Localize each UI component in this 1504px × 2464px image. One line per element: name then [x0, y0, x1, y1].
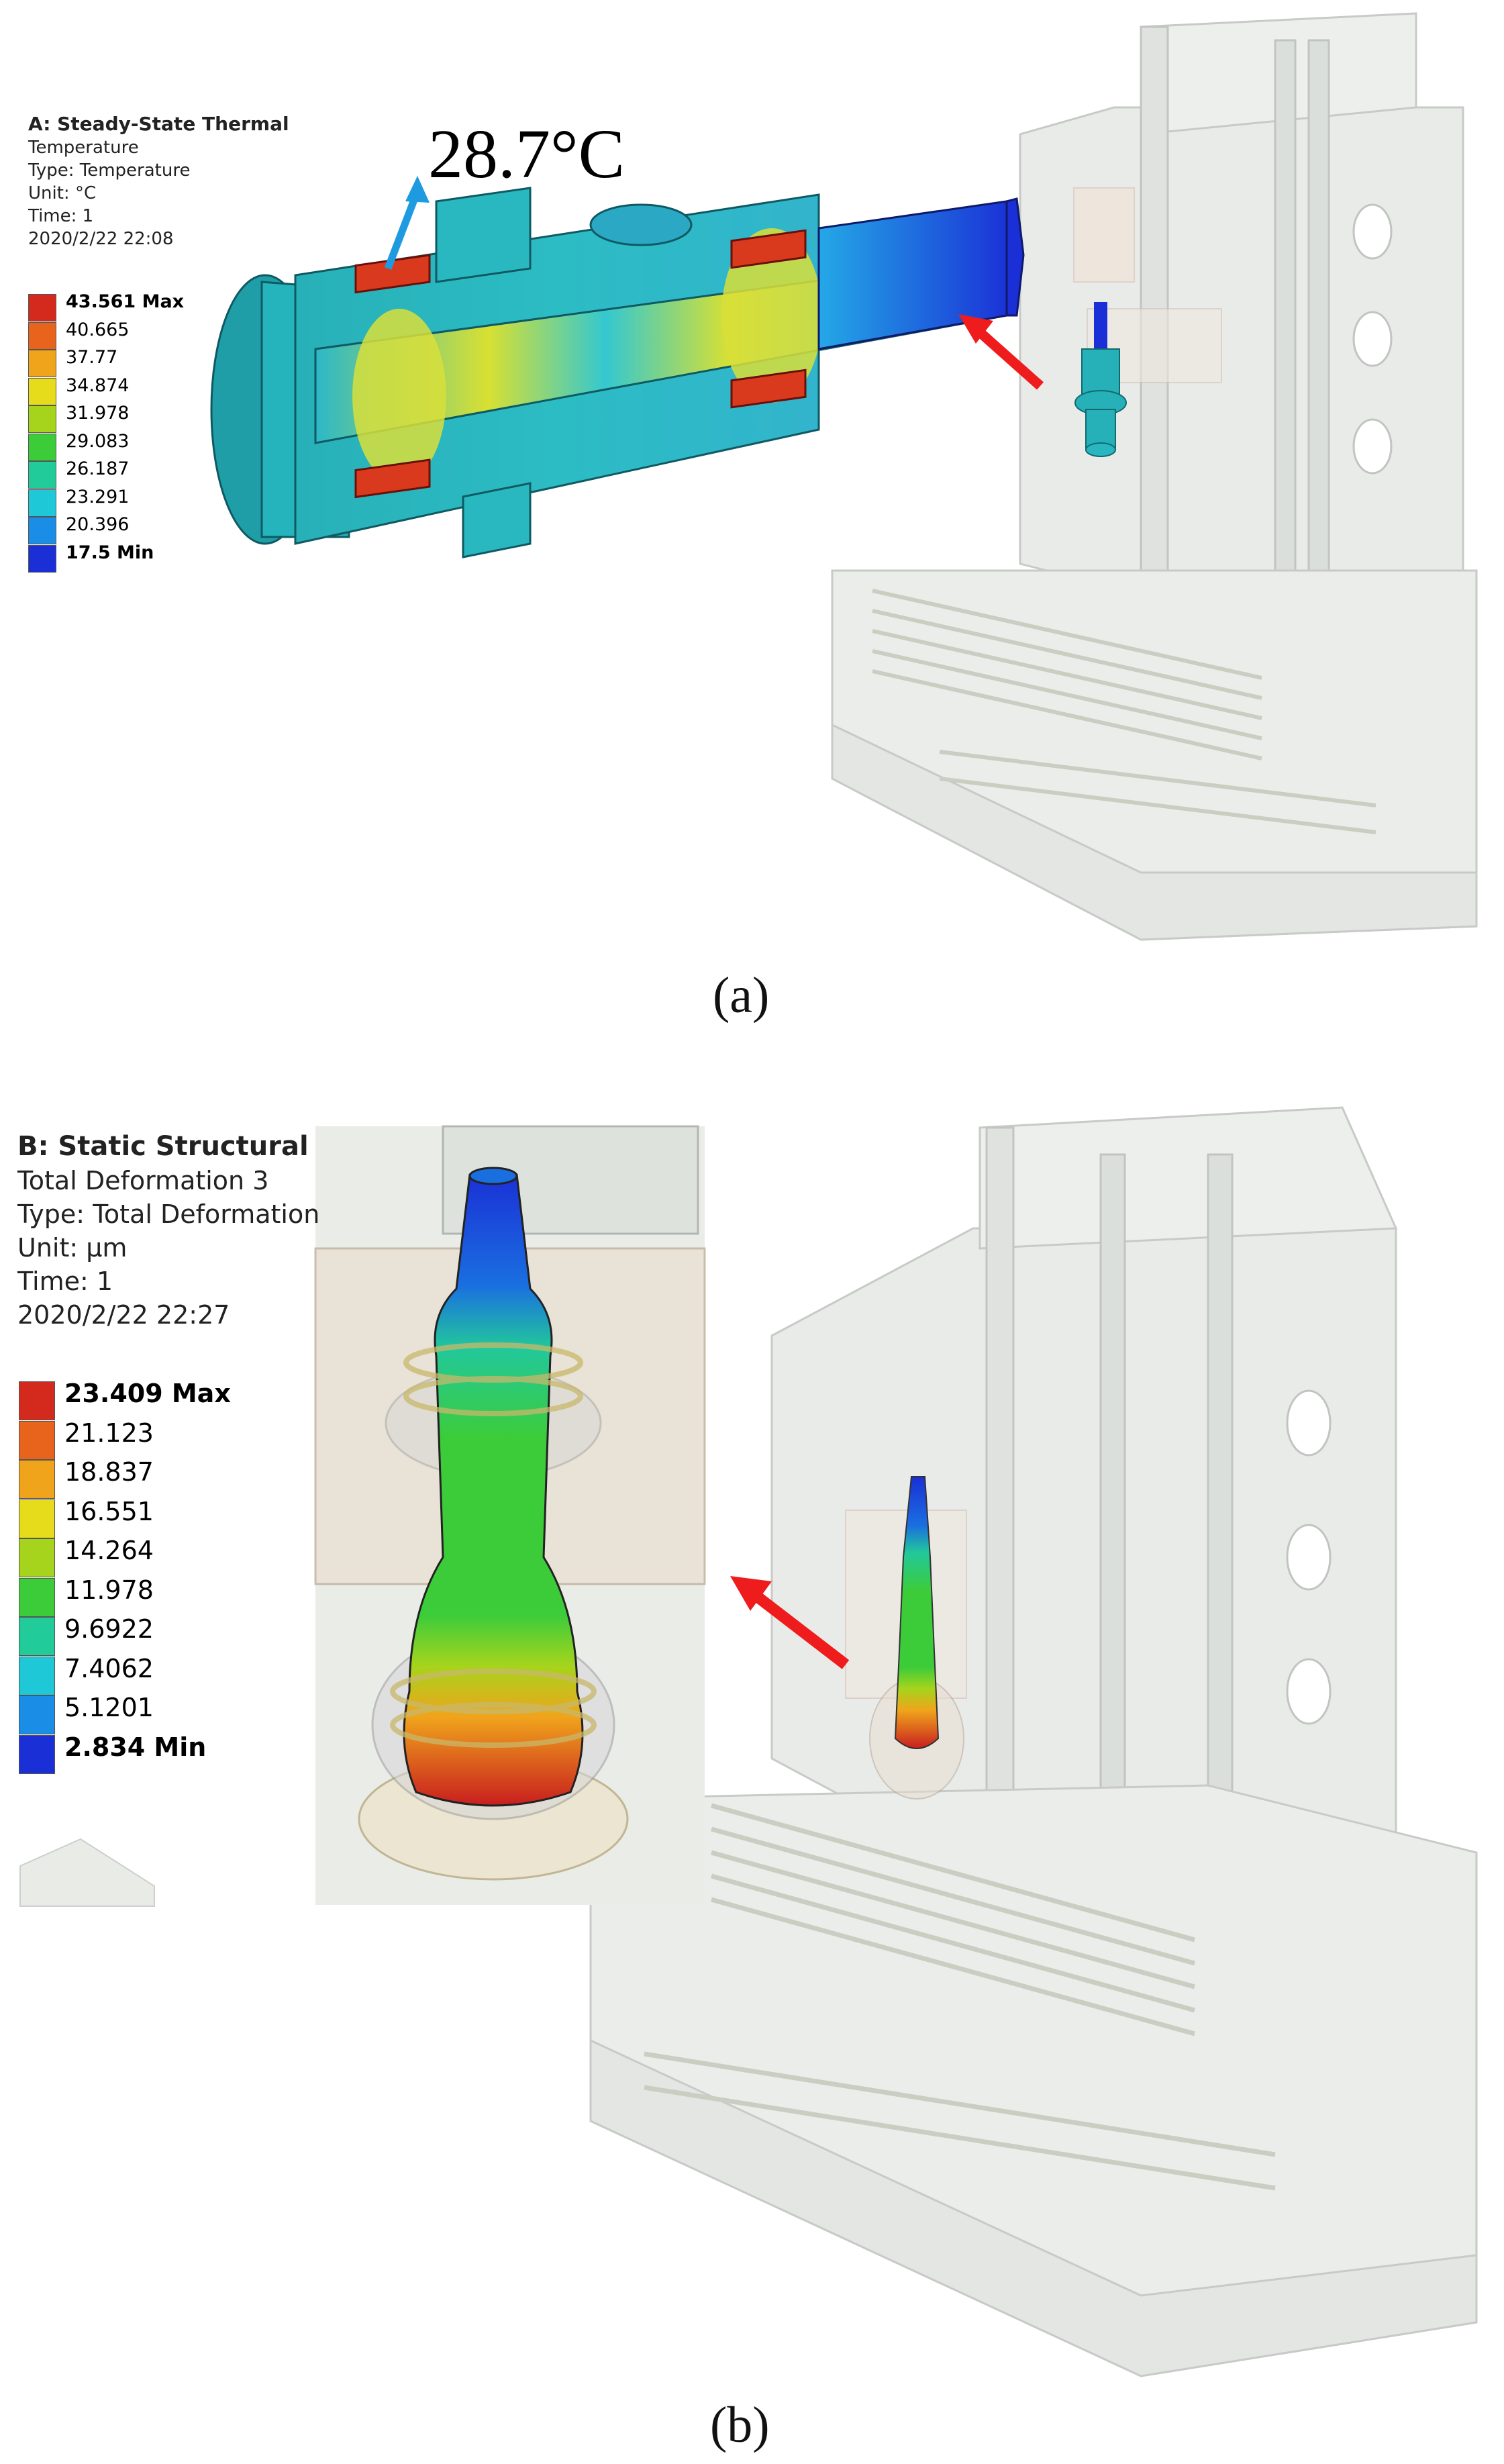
scale-label: 26.187 [66, 458, 130, 479]
scale-swatch [28, 461, 56, 489]
legend-title-a: A: Steady-State Thermal [28, 113, 289, 135]
caption-a: (a) [713, 967, 769, 1025]
scale-label: 37.77 [66, 347, 118, 368]
scale-label: 18.837 [64, 1457, 154, 1487]
machine-frame-a [831, 12, 1478, 941]
legend-line: Unit: µm [17, 1233, 128, 1263]
scale-label: 14.264 [64, 1536, 154, 1565]
machine-frame-b [589, 1106, 1478, 2377]
spindle-section-a [210, 187, 1025, 558]
zoom-arrow-b [730, 1576, 850, 1669]
scale-label: 11.978 [64, 1575, 154, 1605]
scale-label: 29.083 [66, 430, 130, 452]
scale-swatch [19, 1538, 55, 1577]
zoom-inset-b [314, 1125, 706, 1905]
scale-label: 2.834 Min [64, 1732, 207, 1762]
scale-label: 43.561 Max [66, 291, 185, 312]
legend-line: 2020/2/22 22:08 [28, 229, 174, 249]
inset-edge-fragment [19, 1838, 155, 1907]
scale-swatch [28, 544, 56, 573]
scale-label: 23.409 Max [64, 1379, 231, 1408]
caption-a-text: (a) [713, 967, 770, 1024]
scale-label: 31.978 [66, 403, 130, 424]
legend-panel-a: A: Steady-State Thermal Temperature Type… [28, 113, 289, 249]
scale-label: 34.874 [66, 375, 130, 396]
scale-swatch [28, 489, 56, 517]
legend-panel-b: B: Static Structural Total Deformation 3… [17, 1131, 319, 1330]
legend-line: Total Deformation 3 [17, 1166, 269, 1195]
scale-swatch [19, 1577, 55, 1617]
caption-b-text: (b) [710, 2397, 770, 2453]
scale-label: 40.665 [66, 319, 130, 340]
legend-line: 2020/2/22 22:27 [17, 1300, 230, 1330]
structural-scene [19, 1106, 1478, 2377]
scale-swatch [28, 322, 56, 350]
scale-swatch [28, 377, 56, 405]
scale-label: 5.1201 [64, 1693, 154, 1722]
thermal-scene [210, 12, 1478, 941]
scale-label: 7.4062 [64, 1653, 154, 1683]
scale-label: 20.396 [66, 514, 130, 535]
legend-line: Time: 1 [17, 1267, 113, 1296]
scale-swatch [19, 1499, 55, 1538]
scale-swatch [19, 1617, 55, 1656]
scale-swatch [19, 1420, 55, 1460]
scale-label: 23.291 [66, 486, 130, 507]
legend-line: Time: 1 [28, 206, 94, 226]
scale-swatch [28, 517, 56, 544]
scale-label: 17.5 Min [66, 542, 154, 563]
scale-swatch [28, 405, 56, 433]
scale-swatch [28, 350, 56, 377]
scale-label: 21.123 [64, 1418, 154, 1448]
scale-swatch [19, 1460, 55, 1499]
scale-swatch [19, 1381, 55, 1420]
scale-swatch [19, 1656, 55, 1695]
legend-line: Type: Temperature [28, 160, 191, 181]
scale-label: 9.6922 [64, 1614, 154, 1644]
spindle-thumbnail-a [1074, 302, 1127, 457]
legend-line: Temperature [28, 138, 139, 158]
caption-b: (b) [710, 2396, 770, 2455]
temperature-callout-arrow [384, 176, 430, 270]
legend-line: Unit: °C [28, 183, 97, 203]
zoom-arrow-a [958, 314, 1044, 390]
legend-line: Type: Total Deformation [17, 1199, 320, 1229]
scale-swatch [19, 1734, 55, 1774]
scale-swatch [28, 294, 56, 322]
legend-title-b: B: Static Structural [17, 1131, 309, 1162]
temperature-callout: 28.7°C [428, 115, 625, 193]
scale-swatch [19, 1695, 55, 1734]
scale-label: 16.551 [64, 1496, 154, 1526]
scale-swatch [28, 433, 56, 461]
spindle-thumbnail-b [869, 1476, 964, 1800]
